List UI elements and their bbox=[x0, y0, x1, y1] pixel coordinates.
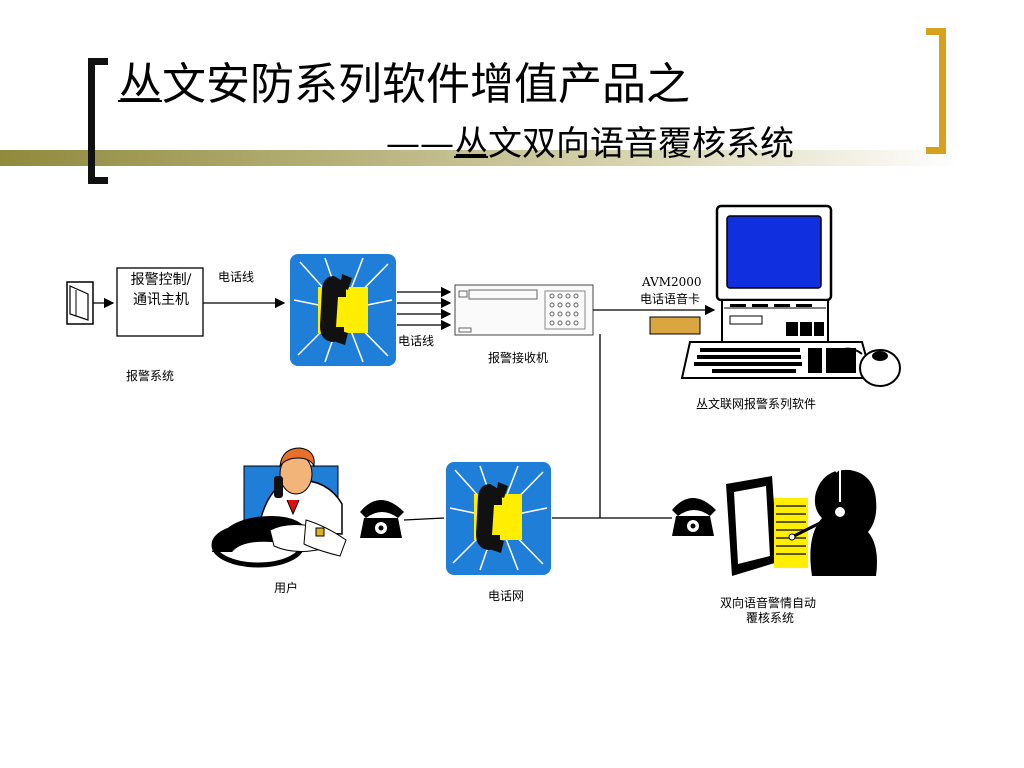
voice-card-icon bbox=[649, 316, 701, 335]
sensor-device-icon bbox=[66, 281, 94, 325]
controller-label: 报警控制/ 通讯主机 bbox=[118, 270, 204, 310]
verify-system-label-line1: 双向语音警情自动 bbox=[720, 596, 817, 610]
software-label: 丛文联网报警系列软件 bbox=[696, 397, 817, 411]
verify-system-label-line2: 覆核系统 bbox=[746, 611, 795, 625]
receiver-label: 报警接收机 bbox=[488, 351, 549, 365]
title-text: 文安防系列软件增值产品之 bbox=[162, 59, 690, 110]
controller-label-line1: 报警控制/ bbox=[130, 272, 192, 288]
telephone-icon-left bbox=[360, 500, 404, 538]
left-bracket bbox=[88, 58, 108, 184]
user-on-phone-illustration bbox=[211, 447, 347, 568]
alarm-receiver-device bbox=[454, 284, 594, 336]
phone-network-tile-middle bbox=[446, 462, 551, 575]
phone-line-label-top: 电话线 bbox=[218, 270, 255, 284]
phone-network-tile-top bbox=[290, 254, 396, 366]
slide-title: 丛文安防系列软件增值产品之 bbox=[118, 48, 690, 112]
slide-subtitle: ——丛文双向语音覆核系统 bbox=[386, 116, 794, 165]
controller-label-line2: 通讯主机 bbox=[133, 292, 189, 308]
title-underline-bar bbox=[0, 150, 960, 166]
subtitle-dash: —— bbox=[386, 124, 454, 164]
card-name-label: 电话语音卡 bbox=[640, 292, 701, 306]
operator-with-headset-illustration bbox=[726, 461, 877, 576]
right-bracket bbox=[926, 28, 946, 154]
receiver-input-lines bbox=[397, 286, 452, 331]
subtitle-text: 文双向语音覆核系统 bbox=[488, 124, 794, 164]
user-to-network-line bbox=[403, 517, 445, 521]
telephone-icon-right bbox=[672, 498, 716, 536]
title-underlined-char: 丛 bbox=[118, 59, 162, 110]
alarm-system-label: 报警系统 bbox=[126, 369, 175, 383]
subtitle-underlined-char: 丛 bbox=[454, 124, 488, 164]
phone-network-label: 电话网 bbox=[488, 589, 525, 603]
controller-box bbox=[116, 267, 204, 337]
computer-workstation-icon bbox=[649, 204, 901, 387]
user-label: 用户 bbox=[274, 581, 299, 595]
phone-line-label-mid: 电话线 bbox=[398, 334, 435, 348]
card-model-label: AVM2000 bbox=[642, 275, 702, 289]
